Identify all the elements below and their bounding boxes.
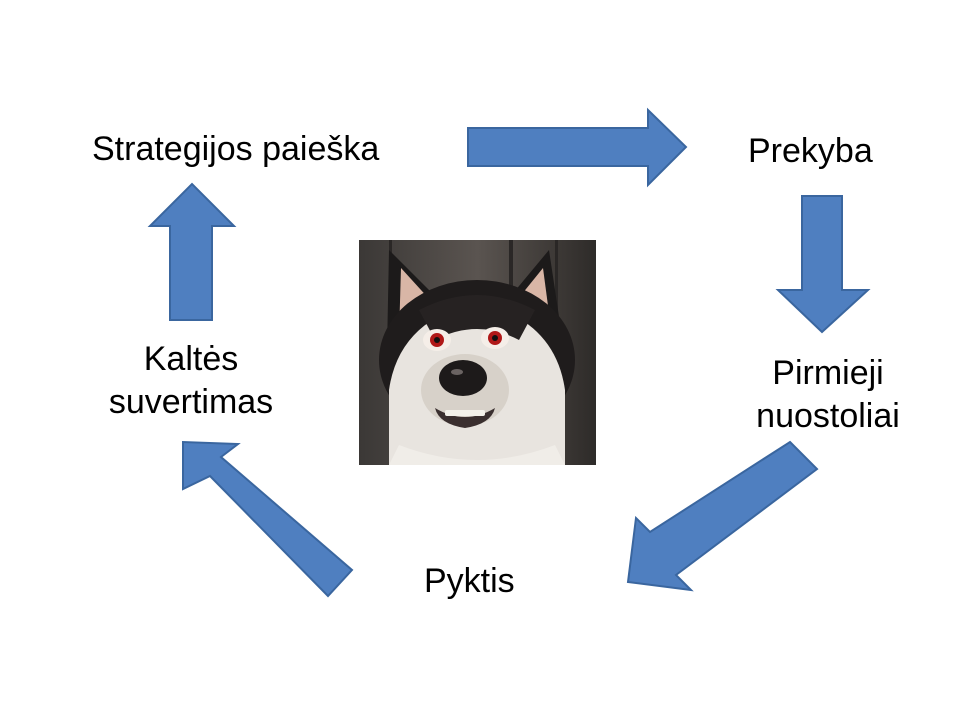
- step-strategy-label: Strategijos paieška: [92, 130, 380, 168]
- step-first-losses-line-1: Pirmieji: [772, 354, 884, 392]
- step-strategy-search: Strategijos paieška: [92, 128, 379, 171]
- arrow-strategy-to-trade: [467, 107, 688, 188]
- step-anger-label: Pyktis: [424, 562, 515, 600]
- arrow-trade-to-losses: [775, 195, 871, 334]
- arrow-anger-to-blame: [182, 440, 354, 598]
- step-first-losses: Pirmieji nuostoliai: [728, 352, 928, 437]
- arrow-blame-to-strategy: [147, 182, 237, 321]
- step-trading: Prekyba: [748, 130, 873, 173]
- step-blame-line-2: suvertimas: [108, 382, 274, 421]
- step-trading-label: Prekyba: [748, 132, 873, 170]
- husky-face-image: [359, 240, 596, 465]
- arrow-losses-to-anger: [626, 440, 819, 592]
- step-first-losses-line-2: nuostoliai: [756, 396, 900, 435]
- step-blame-line-1: Kaltės: [143, 340, 239, 378]
- step-blame-shifting: Kaltės suvertimas: [86, 338, 296, 423]
- step-anger: Pyktis: [424, 560, 515, 603]
